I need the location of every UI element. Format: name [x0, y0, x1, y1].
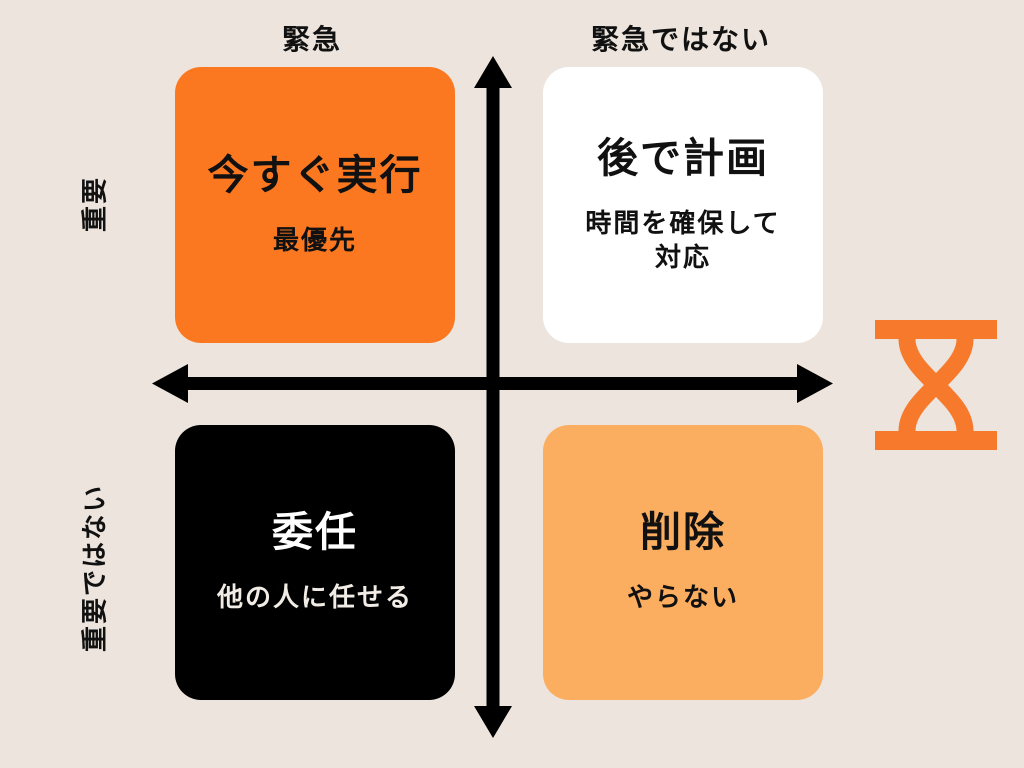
- label-important: 重要: [79, 175, 110, 233]
- quadrant-eliminate: 削除 やらない: [543, 425, 823, 700]
- quadrant-delegate-title: 委任: [272, 509, 358, 556]
- quadrant-plan-later-subtitle-line2: 対応: [654, 241, 711, 272]
- axis-arrow-vertical: [474, 56, 512, 738]
- label-urgent: 緊急: [281, 24, 343, 55]
- quadrant-delegate-subtitle: 他の人に任せる: [216, 582, 413, 613]
- hourglass-icon: [875, 320, 997, 450]
- quadrant-eliminate-title: 削除: [640, 509, 726, 556]
- quadrant-plan-later-subtitle: 時間を確保して 対応: [585, 207, 780, 275]
- label-not-urgent: 緊急ではない: [590, 24, 772, 55]
- quadrant-plan-later-subtitle-line1: 時間を確保して: [585, 207, 781, 238]
- quadrant-do-now-title: 今すぐ実行: [207, 151, 423, 198]
- axis-arrow-horizontal: [152, 364, 833, 403]
- quadrant-plan-later: 後で計画 時間を確保して 対応: [543, 67, 823, 343]
- quadrant-do-now-subtitle: 最優先: [272, 224, 357, 255]
- label-not-important: 重要ではない: [79, 483, 110, 653]
- quadrant-do-now: 今すぐ実行 最優先: [175, 67, 455, 343]
- quadrant-plan-later-title: 後で計画: [597, 134, 769, 181]
- quadrant-eliminate-subtitle: やらない: [626, 582, 739, 613]
- quadrant-delegate: 委任 他の人に任せる: [175, 425, 455, 700]
